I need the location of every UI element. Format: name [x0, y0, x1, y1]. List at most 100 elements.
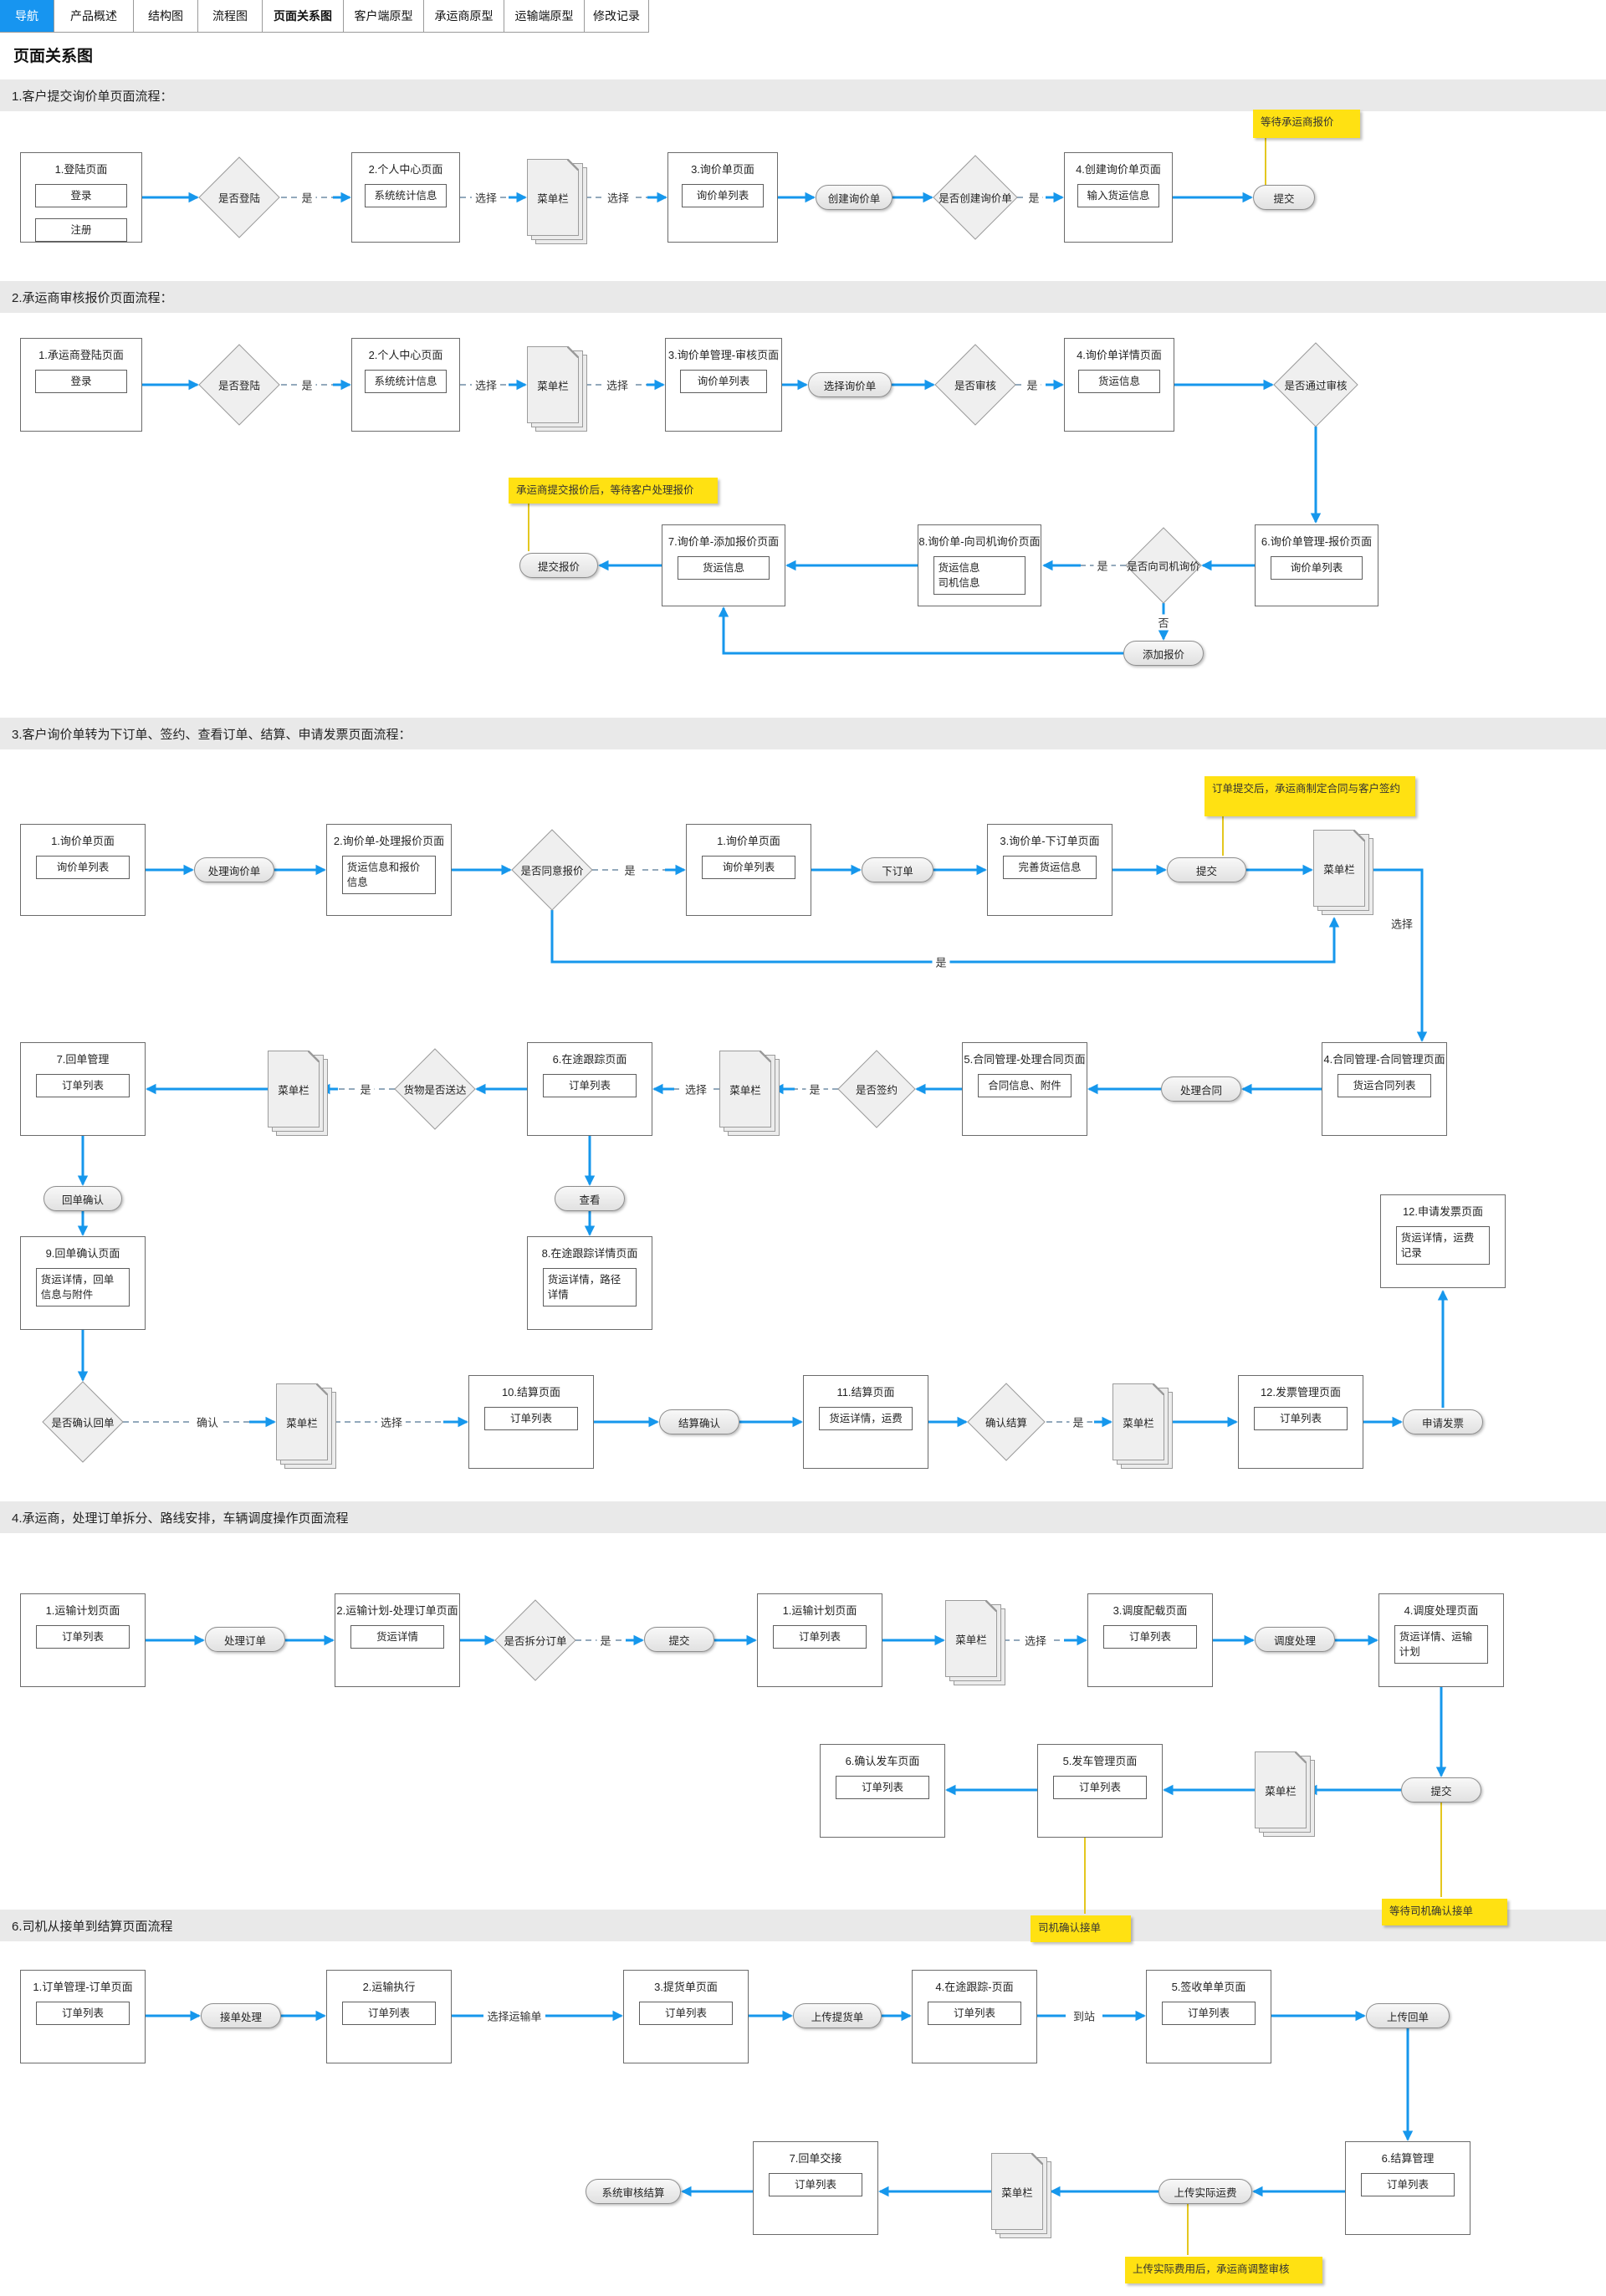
action-s2-add-quote: 添加报价 [1123, 641, 1204, 666]
nav-tab-3[interactable]: 结构图 [134, 0, 198, 32]
page-box-s3-contract-mgmt-page: 4.合同管理-合同管理页面货运合同列表 [1322, 1042, 1447, 1136]
action-s4-dispatch-handle: 调度处理 [1255, 1627, 1335, 1652]
edge-label: 选择 [1020, 1632, 1051, 1649]
edge-label: 是 [1023, 376, 1041, 393]
edge-label: 是 [621, 862, 639, 878]
page-box-element: 货运信息 [677, 556, 770, 580]
page-fold-icon [567, 346, 579, 358]
page-box-element: 系统统计信息 [365, 184, 447, 208]
page-box-element: 询价单列表 [35, 856, 130, 880]
page-box-s6-receipt-handover: 7.回单交接订单列表 [753, 2141, 878, 2235]
page-box-title: 2.运输执行 [362, 1981, 416, 1993]
edge-label: 选择 [471, 376, 501, 393]
menu-sheet-front: 菜单栏 [719, 1051, 771, 1128]
page-box-element: 订单列表 [1360, 2173, 1455, 2197]
page-title: 页面关系图 [13, 48, 94, 65]
connector [1372, 868, 1428, 1042]
sticky-note-s2-note-wait-customer: 承运商提交报价后，等待客户处理报价 [509, 478, 718, 504]
page-box-title: 1.登陆页面 [54, 163, 108, 176]
page-box-s3-track-page: 6.在途跟踪页面订单列表 [527, 1042, 652, 1136]
nav-tab-8[interactable]: 运输端原型 [504, 0, 585, 32]
page-box-element: 货运信息 司机信息 [933, 556, 1026, 596]
decision-shape [967, 1383, 1046, 1461]
page-box-element: 订单列表 [35, 2002, 130, 2026]
nav-tab-9[interactable]: 修改记录 [585, 0, 649, 32]
page-box-element: 订单列表 [1052, 1776, 1148, 1800]
page-box-element: 货运合同列表 [1337, 1074, 1432, 1098]
page-box-title: 7.询价单-添加报价页面 [667, 535, 780, 548]
page-box-title: 7.回单交接 [789, 2152, 842, 2165]
nav-tab-4[interactable]: 流程图 [198, 0, 263, 32]
sticky-note-s3-note-contract: 订单提交后，承运商制定合同与客户签约 [1204, 776, 1415, 816]
page-box-element: 登录 [35, 184, 127, 208]
page-box-s1-create-inquiry-page: 4.创建询价单页面输入货运信息 [1064, 152, 1173, 243]
nav-tab-5[interactable]: 页面关系图 [263, 0, 344, 32]
page-box-element: 货运信息和报价 信息 [341, 856, 437, 895]
menu-stack-s1-menu: 菜单栏 [527, 159, 587, 244]
edge-label: 选择 [471, 189, 501, 206]
page-box-s6-track-page: 4.在途跟踪-页面订单列表 [912, 1970, 1037, 2063]
action-s2-submit-quote: 提交报价 [519, 553, 598, 578]
page-box-s4-confirm-depart-page: 6.确认发车页面订单列表 [820, 1744, 945, 1838]
menu-sheet-front: 菜单栏 [1313, 830, 1365, 907]
section-header-1: 1.客户提交询价单页面流程： [0, 79, 1606, 111]
nav-tab-1[interactable]: 导航 [0, 0, 54, 32]
edge-label: 是 [298, 376, 316, 393]
menu-stack-s3-menu5: 菜单栏 [1112, 1383, 1173, 1469]
page-box-s4-transport-plan1: 1.运输计划页面订单列表 [20, 1593, 146, 1687]
page-box-s6-transport-exec: 2.运输执行订单列表 [326, 1970, 452, 2063]
page-box-element: 完善货运信息 [1002, 856, 1097, 880]
page-box-s3-invoice-mgmt-page: 12.发票管理页面订单列表 [1238, 1375, 1363, 1469]
page-box-s3-handle-contract-page: 5.合同管理-处理合同页面合同信息、附件 [962, 1042, 1087, 1136]
menu-stack-s3-menu4: 菜单栏 [276, 1383, 336, 1469]
page-box-title: 5.签收单单页面 [1171, 1981, 1246, 1993]
page-box-s2-inquiry-audit: 3.询价单管理-审核页面询价单列表 [665, 338, 782, 432]
nav-tab-7[interactable]: 承运商原型 [424, 0, 504, 32]
menu-sheet-front: 菜单栏 [945, 1600, 997, 1677]
page-box-title: 11.结算页面 [836, 1386, 895, 1399]
page-box-title: 8.询价单-向司机询价页面 [918, 535, 1041, 548]
page-box-s3-receipt-mgmt: 7.回单管理订单列表 [20, 1042, 146, 1136]
page-box-element: 合同信息、附件 [977, 1074, 1072, 1098]
page-box-element: 订单列表 [35, 1625, 130, 1649]
sticky-note-s1-note-wait-quote: 等待承运商报价 [1253, 110, 1360, 138]
decision-shape [198, 156, 280, 238]
menu-stack-s3-menu3: 菜单栏 [268, 1051, 328, 1136]
page-fold-icon [1153, 1383, 1164, 1395]
edge-label: 到站 [1069, 2007, 1099, 2024]
action-s1-submit: 提交 [1253, 185, 1315, 210]
edge-label: 选择 [1387, 915, 1417, 932]
page-box-title: 6.结算管理 [1381, 2152, 1435, 2165]
action-s3-settle-confirm: 结算确认 [659, 1409, 739, 1434]
page-box-s6-settle-mgmt: 6.结算管理订单列表 [1345, 2141, 1470, 2235]
action-s3-place-order: 下订单 [862, 857, 933, 882]
nav-tab-6[interactable]: 客户端原型 [344, 0, 424, 32]
edge-label: 是 [1025, 189, 1043, 206]
decision-s3-is-agree-quote: 是否同意报价 [520, 865, 584, 877]
nav-tab-2[interactable]: 产品概述 [54, 0, 134, 32]
page-box-s2-quote-mgmt-page: 6.询价单管理-报价页面询价单列表 [1255, 524, 1378, 606]
edge-label: 是 [1093, 557, 1112, 574]
page-box-title: 3.提货单页面 [654, 1981, 718, 1993]
menu-stack-s3-menu2: 菜单栏 [719, 1051, 780, 1136]
action-s6-upload-freight: 上传实际运费 [1158, 2179, 1252, 2204]
page-box-element: 订单列表 [1161, 2002, 1256, 2026]
decision-shape [1125, 527, 1202, 604]
page-box-element: 货运详情，回单 信息与附件 [35, 1268, 130, 1307]
edge-label: 是 [356, 1081, 375, 1097]
page-box-element: 订单列表 [638, 2002, 734, 2026]
edge-label: 是 [806, 1081, 824, 1097]
decision-s1-is-login: 是否登陆 [217, 192, 261, 205]
page-box-title: 2.个人中心页面 [368, 349, 443, 361]
action-s3-receipt-confirm: 回单确认 [43, 1186, 122, 1211]
menu-sheet-front: 菜单栏 [991, 2153, 1043, 2230]
page-box-title: 12.发票管理页面 [1260, 1386, 1342, 1399]
menu-stack-s4-menu1: 菜单栏 [945, 1600, 1005, 1685]
decision-shape [837, 1050, 916, 1128]
menu-stack-s2-menu1: 菜单栏 [527, 346, 587, 432]
decision-s2-is-ask-driver: 是否向司机询价 [1127, 560, 1200, 573]
top-nav: 导航产品概述结构图流程图页面关系图客户端原型承运商原型运输端原型修改记录 [0, 0, 649, 33]
page-box-title: 5.合同管理-处理合同页面 [964, 1053, 1086, 1066]
page-box-s3-settle-page2: 11.结算页面货运详情，运费 [803, 1375, 928, 1469]
